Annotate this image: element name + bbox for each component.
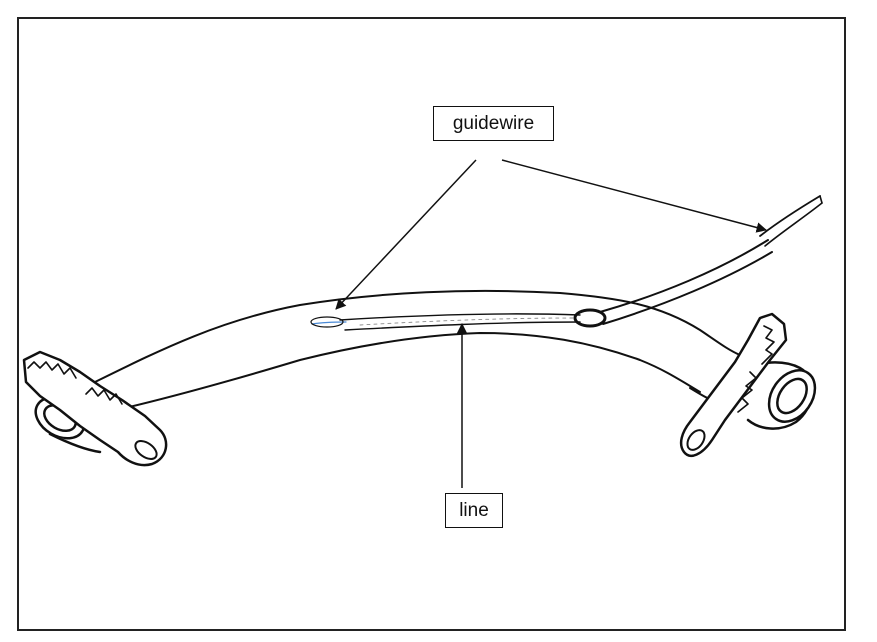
guidewire-arrow-internal [335,159,477,310]
guidewire-label: guidewire [433,106,554,141]
left-clamp [22,350,168,467]
line-label: line [445,493,503,528]
guidewire-arrow-external [501,159,768,233]
diagram-frame [17,17,846,631]
guidewire-external [573,195,823,328]
line-body [94,289,741,411]
right-clamp [679,312,817,457]
guidewire-leaders [335,159,768,310]
guidewire-inside-line [310,313,581,331]
